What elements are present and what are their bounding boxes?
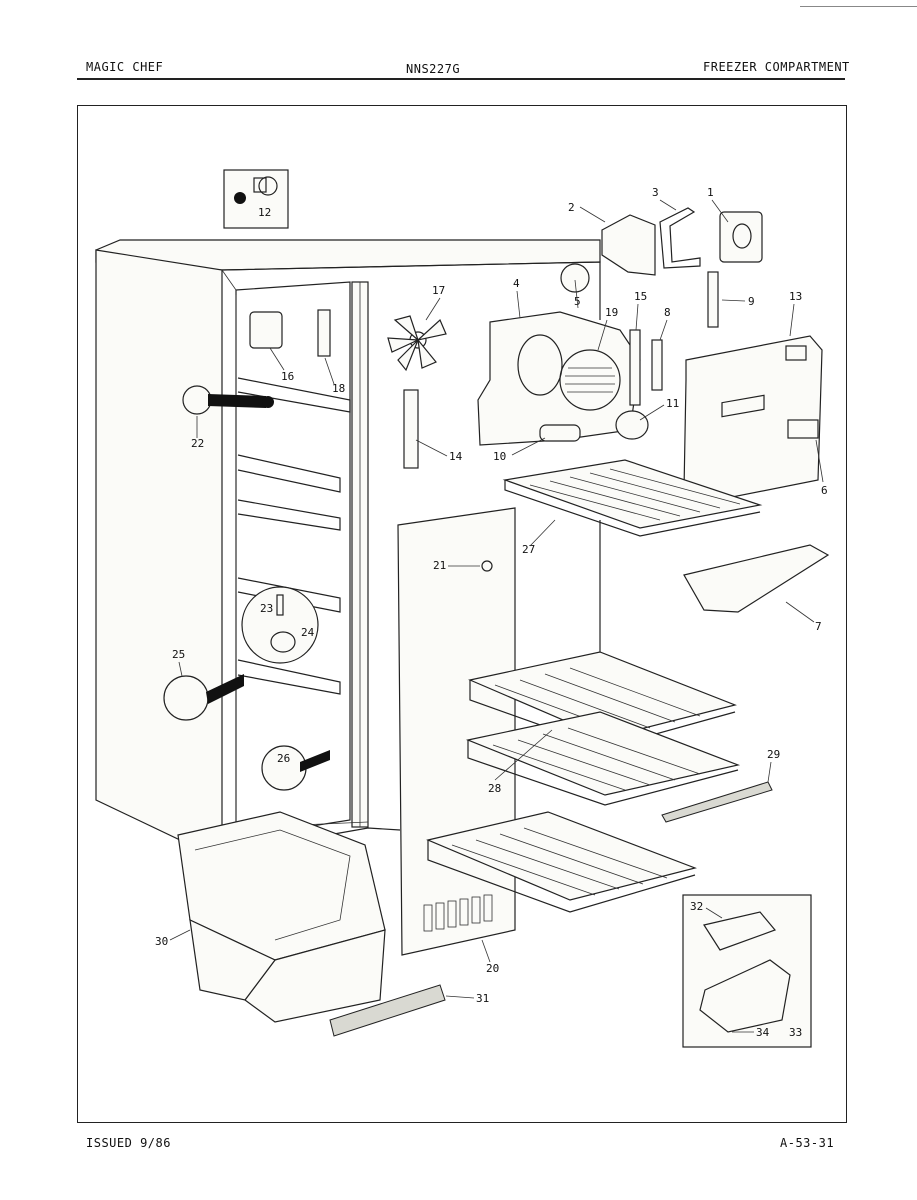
callout-29: 29 [767, 748, 780, 761]
callout-4: 4 [513, 277, 520, 290]
part-12-inset [223, 169, 289, 229]
callout-33: 33 [789, 1026, 802, 1039]
ice-tray-inset [682, 894, 812, 1048]
callout-3: 3 [652, 186, 659, 199]
trim-strip [661, 781, 773, 823]
callout-2: 2 [568, 201, 575, 214]
callout-11: 11 [666, 397, 679, 410]
callout-14: 14 [449, 450, 463, 463]
callout-31: 31 [476, 992, 489, 1005]
air-duct-panel [683, 335, 823, 506]
callout-9: 9 [748, 295, 755, 308]
shelf-middle-1 [468, 651, 737, 749]
model-number: NNS227G [406, 62, 461, 76]
control-parts [249, 309, 331, 357]
callout-15: 15 [634, 290, 647, 303]
hardware-parts [163, 385, 330, 791]
callout-6: 6 [821, 484, 828, 497]
brand-name: MAGIC CHEF [86, 60, 164, 74]
kickplate-trim [329, 984, 446, 1037]
callout-24: 24 [301, 626, 315, 639]
callout-16: 16 [281, 370, 294, 383]
callout-21: 21 [433, 559, 446, 572]
ice-bin-small [683, 544, 830, 613]
callout-17: 17 [432, 284, 445, 297]
page-code: A-53-31 [780, 1136, 835, 1150]
section-title: FREEZER COMPARTMENT [703, 60, 850, 74]
leader-lines [169, 199, 824, 1033]
top-corner-mark [800, 6, 917, 7]
callout-labels: 1 2 3 4 5 6 7 8 9 10 11 12 13 14 15 16 1… [155, 186, 828, 1039]
callout-8: 8 [664, 306, 671, 319]
part-14-bracket [403, 389, 419, 469]
callout-18: 18 [332, 382, 345, 395]
header-rule [77, 78, 845, 80]
callout-34: 34 [756, 1026, 770, 1039]
callout-30: 30 [155, 935, 168, 948]
fan-blade [387, 315, 447, 372]
callout-26: 26 [277, 752, 290, 765]
callout-23: 23 [260, 602, 273, 615]
callout-10: 10 [493, 450, 506, 463]
callout-19: 19 [605, 306, 618, 319]
callout-32: 32 [690, 900, 703, 913]
callout-22: 22 [191, 437, 204, 450]
callout-20: 20 [486, 962, 499, 975]
shelf-middle-2 [465, 711, 741, 806]
freezer-basket [177, 811, 386, 1023]
issued-date: ISSUED 9/86 [86, 1136, 171, 1150]
callout-1: 1 [707, 186, 714, 199]
callout-25: 25 [172, 648, 185, 661]
parts-1-2-3 [601, 207, 763, 328]
callout-13: 13 [789, 290, 802, 303]
callout-27: 27 [522, 543, 535, 556]
callout-12: 12 [258, 206, 271, 219]
callout-28: 28 [488, 782, 501, 795]
shelf-lower [426, 811, 697, 913]
diagram-frame [77, 105, 847, 1123]
callout-7: 7 [815, 620, 822, 633]
rear-panel [397, 507, 516, 956]
shelf-upper [502, 459, 763, 537]
